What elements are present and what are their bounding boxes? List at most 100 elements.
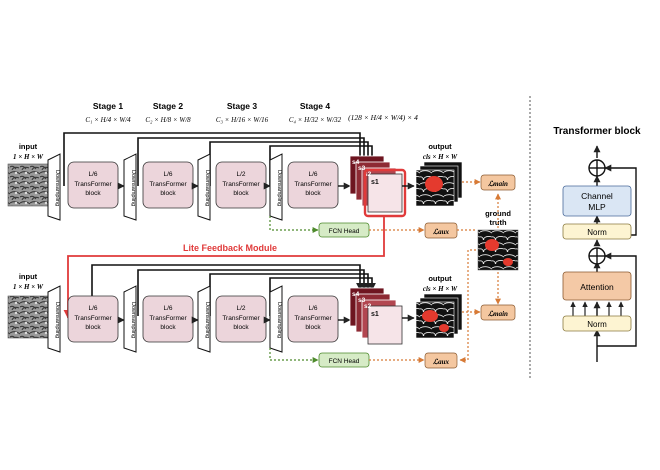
svg-text:MLP: MLP (588, 202, 606, 212)
svg-text:block: block (233, 190, 249, 197)
svg-text:ℒmain: ℒmain (488, 310, 508, 318)
stage-4-label: Stage 4 (300, 101, 331, 111)
downsampling-label: Downsampling (276, 302, 282, 338)
stage-2-dims: C₂ × H/8 × W/8 (145, 116, 191, 124)
stack-label-s3: s3 (358, 165, 366, 172)
svg-text:L/2: L/2 (236, 171, 245, 178)
output-dims: cls × H × W (423, 285, 458, 293)
svg-text:block: block (305, 190, 321, 197)
svg-text:block: block (85, 324, 101, 331)
output-dims: cls × H × W (423, 153, 458, 161)
input-image (7, 295, 49, 339)
stack-label-s2: s2 (364, 303, 372, 310)
svg-text:block: block (305, 324, 321, 331)
ground-truth: ground truth (459, 193, 519, 363)
svg-text:FCN Head: FCN Head (329, 228, 360, 235)
transformer-block-4: L/6 TransFormer block (287, 161, 339, 209)
stage-3-label: Stage 3 (227, 101, 258, 111)
loss-main-bottom (480, 304, 516, 321)
downsampling-2 (123, 153, 137, 221)
concat-dims: (128 × H/4 × W/4) × 4 (348, 113, 418, 122)
downsampling-label: Downsampling (276, 170, 282, 206)
feedback-label: Lite Feedback Module (183, 243, 277, 253)
output-stack-top (415, 161, 463, 207)
svg-text:ℒmain: ℒmain (488, 180, 508, 188)
stack-label-s4: s4 (352, 159, 360, 166)
svg-text:FCN Head: FCN Head (329, 358, 360, 365)
feature-stack-bottom: s4 s3 s2 s1 (349, 287, 403, 345)
transformer-block-2: L/6 TransFormer block (142, 161, 194, 209)
svg-text:TransFormer: TransFormer (149, 315, 187, 322)
stack-label-s2: s2 (364, 171, 372, 178)
downsampling-4 (269, 285, 283, 353)
svg-text:block: block (233, 324, 249, 331)
output-label: output (428, 142, 452, 151)
transformer-block-3: L/2 TransFormer block (215, 295, 267, 343)
stack-label-s4: s4 (352, 291, 360, 298)
pipeline-bottom: input 1 × H × W Downsampling Downsamplin… (7, 264, 516, 369)
norm-box-upper (562, 223, 632, 240)
add-icon (588, 159, 606, 177)
svg-text:L/6: L/6 (88, 171, 97, 178)
downsampling-label: Downsampling (204, 302, 210, 338)
transformer-block-1: L/6 TransFormer block (67, 295, 119, 343)
feedback-path: Lite Feedback Module (63, 216, 385, 319)
norm-box-lower (562, 315, 632, 332)
input-dims: 1 × H × W (13, 283, 44, 291)
stage-1-dims: C₁ × H/4 × W/4 (85, 116, 131, 124)
loss-main-top (480, 174, 516, 191)
downsampling-label: Downsampling (130, 302, 136, 338)
transformer-block-2: L/6 TransFormer block (142, 295, 194, 343)
attention-box (562, 271, 632, 301)
input-image (7, 163, 49, 207)
svg-text:L/6: L/6 (308, 171, 317, 178)
downsampling-2 (123, 285, 137, 353)
downsampling-3 (197, 153, 211, 221)
svg-text:block: block (85, 190, 101, 197)
svg-text:Channel: Channel (581, 191, 613, 201)
downsampling-label: Downsampling (204, 170, 210, 206)
stage-2-label: Stage 2 (153, 101, 184, 111)
svg-text:TransFormer: TransFormer (74, 181, 112, 188)
downsampling-1 (47, 153, 61, 221)
loss-aux-bottom (424, 352, 458, 369)
svg-text:L/2: L/2 (236, 305, 245, 312)
input-dims: 1 × H × W (13, 153, 44, 161)
channel-mlp-box (562, 185, 632, 217)
svg-text:L/6: L/6 (163, 171, 172, 178)
stage-header: Stage 1 C₁ × H/4 × W/4 Stage 2 C₂ × H/8 … (85, 101, 418, 124)
svg-text:TransFormer: TransFormer (149, 181, 187, 188)
svg-text:L/6: L/6 (88, 305, 97, 312)
svg-text:L/6: L/6 (308, 305, 317, 312)
transformer-block-detail: Transformer block Norm Attention (553, 126, 641, 362)
output-stack-bottom (415, 293, 463, 339)
transformer-block-title: Transformer block (553, 126, 641, 137)
svg-text:block: block (160, 324, 176, 331)
svg-text:L/6: L/6 (163, 305, 172, 312)
stack-label-s1: s1 (371, 179, 379, 186)
input-label: input (19, 272, 38, 281)
svg-text:TransFormer: TransFormer (222, 315, 260, 322)
svg-text:TransFormer: TransFormer (222, 181, 260, 188)
transformer-block-1: L/6 TransFormer block (67, 161, 119, 209)
svg-text:Norm: Norm (587, 228, 607, 237)
svg-text:Attention: Attention (580, 282, 614, 292)
stage-1-label: Stage 1 (93, 101, 124, 111)
downsampling-4 (269, 153, 283, 221)
svg-text:Norm: Norm (587, 320, 607, 329)
feature-stack-top: s4 s3 s2 s1 (349, 155, 407, 218)
downsampling-1 (47, 285, 61, 353)
svg-text:TransFormer: TransFormer (294, 315, 332, 322)
stack-label-s3: s3 (358, 297, 366, 304)
transformer-block-4: L/6 TransFormer block (287, 295, 339, 343)
stage-4-dims: C₄ × H/32 × W/32 (289, 116, 342, 124)
feedback-highlight (363, 168, 407, 218)
stack-label-s1: s1 (371, 311, 379, 318)
downsampling-label: Downsampling (54, 302, 60, 338)
svg-text:block: block (160, 190, 176, 197)
svg-text:ℒaux: ℒaux (433, 228, 449, 236)
input-label: input (19, 142, 38, 151)
downsampling-3 (197, 285, 211, 353)
svg-text:TransFormer: TransFormer (294, 181, 332, 188)
